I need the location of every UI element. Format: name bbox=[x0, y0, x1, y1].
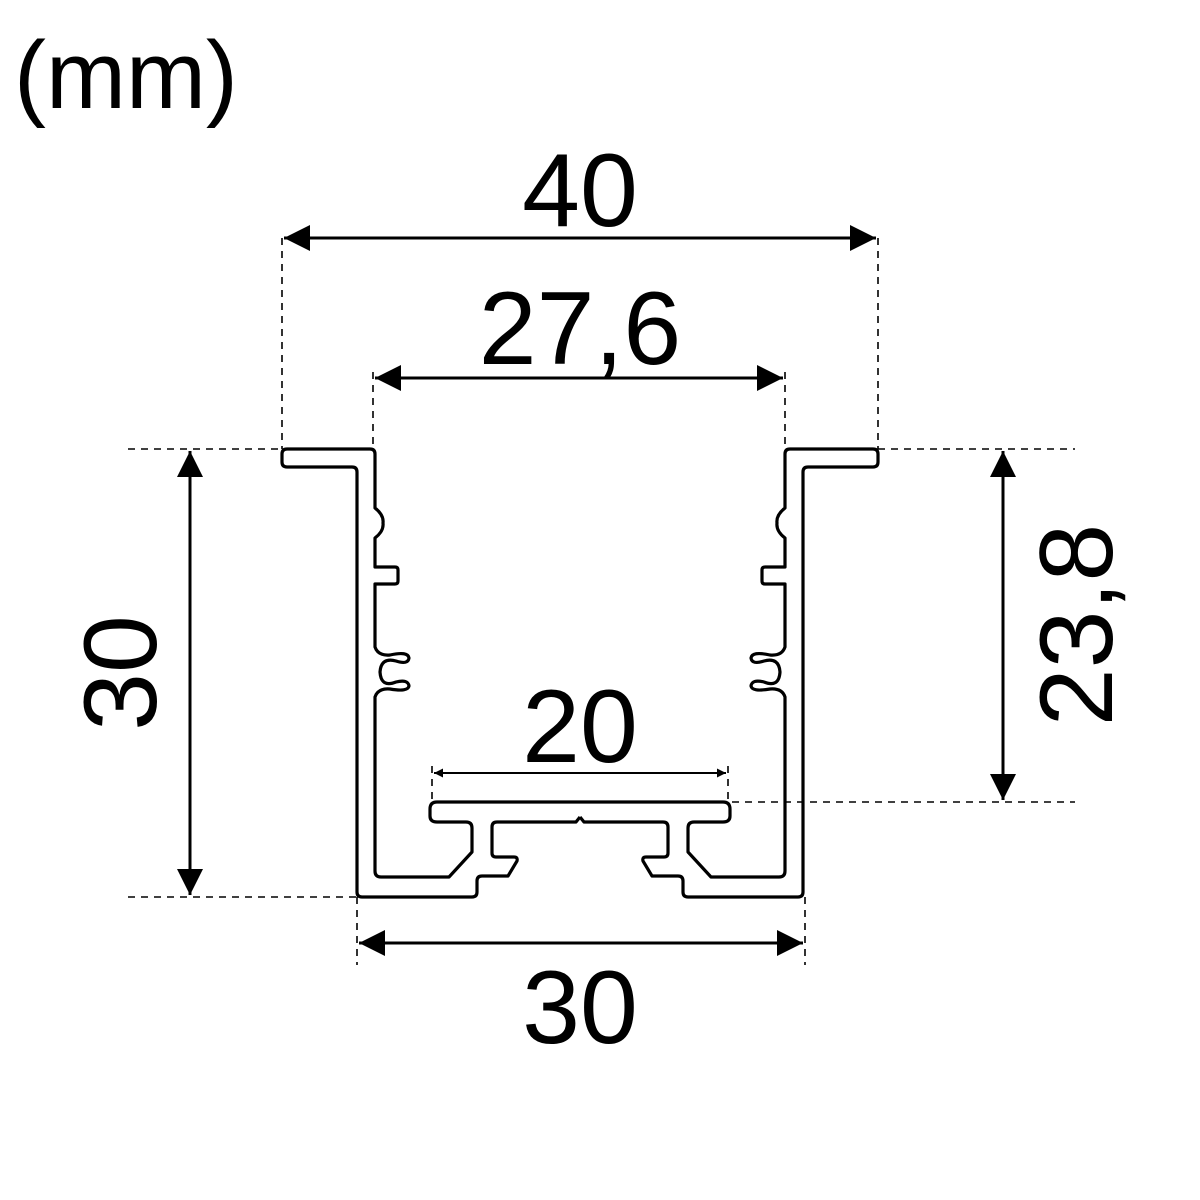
profile-left-half bbox=[280, 447, 582, 899]
dim-label-40: 40 bbox=[522, 133, 638, 249]
dim-label-30-bottom: 30 bbox=[522, 950, 638, 1066]
dim-label-20: 20 bbox=[522, 669, 638, 785]
dim-label-27-6: 27,6 bbox=[479, 271, 681, 387]
dim-label-23-8: 23,8 bbox=[1019, 524, 1135, 726]
dim-label-30-left: 30 bbox=[63, 615, 179, 731]
units-label: (mm) bbox=[14, 22, 238, 129]
extension-lines bbox=[128, 238, 1075, 965]
aluminium-profile bbox=[280, 447, 880, 899]
